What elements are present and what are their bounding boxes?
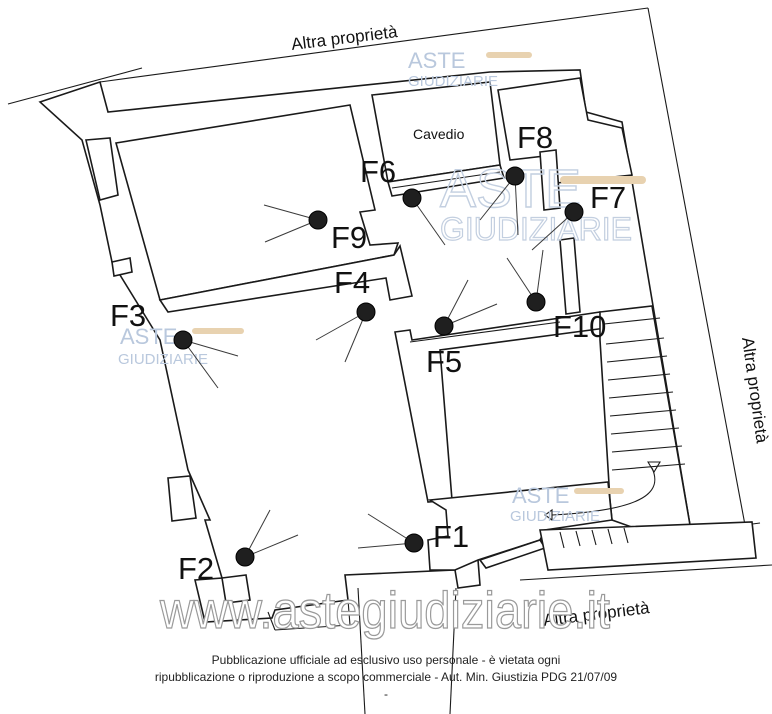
- photo-label-f5: F5: [426, 344, 462, 379]
- photo-point-f4: F4: [315, 265, 376, 363]
- neighbor-label-right: Altra proprietà: [738, 336, 772, 445]
- svg-text:GIUDIZIARIE: GIUDIZIARIE: [440, 211, 632, 247]
- room-label-cavedio: Cavedio: [413, 126, 465, 142]
- photo-label-f6: F6: [360, 154, 396, 189]
- photo-label-f4: F4: [334, 265, 370, 300]
- openings: [267, 171, 561, 714]
- photo-point-f6: F6: [360, 154, 446, 246]
- svg-text:ASTE: ASTE: [408, 48, 465, 73]
- svg-text:ASTE: ASTE: [120, 324, 177, 349]
- publication-notice-line2: ripubblicazione o riproduzione a scopo c…: [154, 670, 618, 684]
- publication-notice-line3: -: [384, 687, 388, 701]
- photo-point-f8: F8: [479, 120, 553, 236]
- photo-point-f7: F7: [531, 180, 626, 251]
- watermark-logo-left: ASTE GIUDIZIARIE: [118, 324, 244, 368]
- staircase: [544, 317, 686, 549]
- photo-label-f10: F10: [553, 309, 606, 344]
- photo-point-f1: F1: [357, 513, 469, 554]
- photo-label-f9: F9: [331, 220, 367, 255]
- photo-label-f7: F7: [590, 180, 626, 215]
- publication-notice-line1: Pubblicazione ufficiale ad esclusivo uso…: [211, 653, 561, 667]
- photo-label-f8: F8: [517, 120, 553, 155]
- publication-notice: Pubblicazione ufficiale ad esclusivo uso…: [0, 652, 772, 703]
- svg-text:GIUDIZIARIE: GIUDIZIARIE: [408, 73, 498, 90]
- photo-label-f3: F3: [110, 298, 146, 333]
- photo-point-f2: F2: [178, 509, 299, 586]
- inner-walls: [114, 77, 757, 604]
- photo-label-f2: F2: [178, 551, 214, 586]
- property-boundary: [7, 7, 772, 581]
- svg-text:ASTE: ASTE: [512, 483, 569, 508]
- svg-text:GIUDIZIARIE: GIUDIZIARIE: [118, 351, 208, 368]
- watermark-logo-bottom: ASTE GIUDIZIARIE: [510, 483, 624, 525]
- photo-point-f5: F5: [426, 279, 498, 379]
- watermark-url: www.astegiudiziarie.it: [159, 582, 610, 640]
- watermark-logo-top: ASTE GIUDIZIARIE: [408, 48, 532, 90]
- photo-point-f3: F3: [110, 298, 239, 389]
- photo-point-f9: F9: [263, 204, 367, 255]
- photo-label-f1: F1: [433, 519, 469, 554]
- photo-point-f10: F10: [506, 249, 606, 344]
- svg-text:GIUDIZIARIE: GIUDIZIARIE: [510, 508, 600, 525]
